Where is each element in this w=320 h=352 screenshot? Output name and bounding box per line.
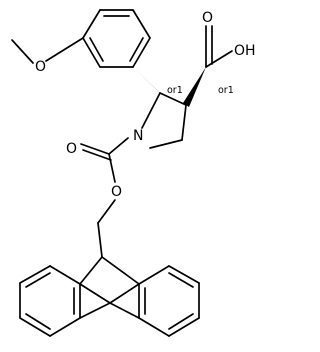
ester-o-label: O bbox=[111, 184, 122, 200]
carboxylic-acid-group bbox=[205, 25, 233, 68]
carbamate-carbonyl-o-label: O bbox=[66, 141, 77, 157]
carbamate-group bbox=[80, 137, 129, 258]
hydroxyl-label: OH bbox=[234, 43, 256, 59]
nitrogen-label: N bbox=[133, 128, 143, 144]
stereo-label: or1 bbox=[218, 85, 234, 96]
methoxyphenyl-ring bbox=[82, 9, 151, 68]
wedge-bond bbox=[183, 67, 206, 107]
acid-carbonyl-o-label: O bbox=[202, 10, 213, 26]
stereo-label: or1 bbox=[167, 85, 183, 96]
methoxy-group bbox=[11, 37, 84, 64]
ether-o-label: O bbox=[35, 59, 46, 75]
molecule-diagram: OH O N O O O or1 or1 bbox=[11, 9, 256, 337]
fluorenyl-group bbox=[19, 256, 200, 337]
wedge-bond bbox=[133, 67, 162, 95]
pyrrolidine-ring bbox=[141, 92, 187, 149]
